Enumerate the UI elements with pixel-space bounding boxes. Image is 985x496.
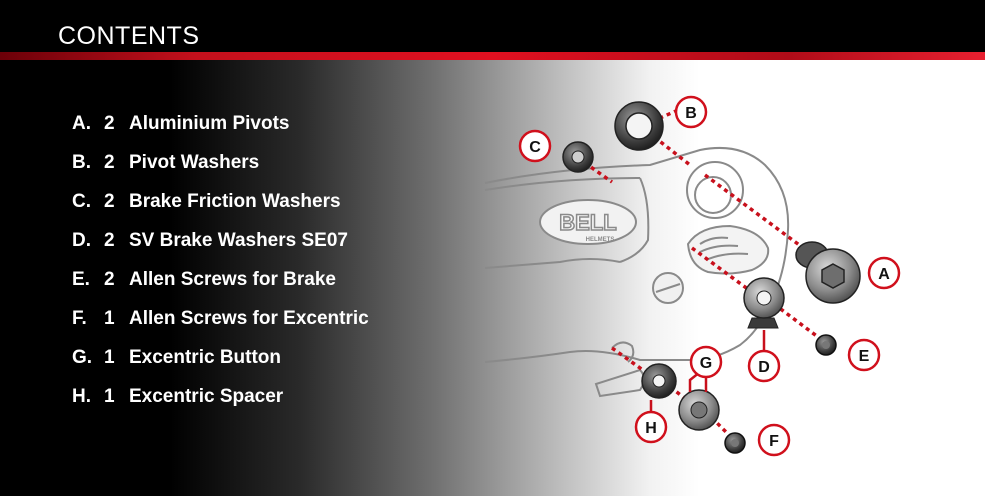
part-item-b: B. 2 Pivot Washers: [72, 149, 369, 188]
part-letter: E.: [72, 269, 90, 290]
part-name: Allen Screws for Excentric: [129, 308, 369, 329]
callout-a: A: [867, 256, 901, 290]
part-name: Brake Friction Washers: [129, 191, 341, 212]
part-quantity: 1: [104, 308, 115, 329]
callout-d: D: [747, 349, 781, 383]
bell-logo: BELL HELMETS: [539, 199, 637, 245]
part-item-g: G. 1 Excentric Button: [72, 344, 369, 383]
part-h-spacer: [641, 363, 677, 399]
header-bar: CONTENTS: [0, 0, 985, 60]
part-quantity: 2: [104, 269, 115, 290]
part-f-screw: [724, 432, 746, 454]
logo-subtext: HELMETS: [586, 237, 615, 243]
part-quantity: 2: [104, 152, 115, 173]
callout-label: C: [529, 139, 541, 156]
part-letter: B.: [72, 152, 91, 173]
callout-label: E: [859, 348, 870, 365]
part-d-washer: [743, 277, 785, 329]
part-quantity: 2: [104, 191, 115, 212]
part-item-c: C. 2 Brake Friction Washers: [72, 188, 369, 227]
callout-f: F: [757, 423, 791, 457]
part-letter: F.: [72, 308, 87, 329]
part-letter: D.: [72, 230, 91, 251]
part-g-button: [678, 389, 720, 431]
callout-label: D: [758, 359, 770, 376]
part-quantity: 2: [104, 113, 115, 134]
part-item-a: A. 2 Aluminium Pivots: [72, 110, 369, 149]
callout-label: A: [878, 266, 890, 283]
callout-label: F: [769, 433, 779, 450]
part-letter: G.: [72, 347, 93, 368]
part-item-d: D. 2 SV Brake Washers SE07: [72, 227, 369, 266]
part-item-e: E. 2 Allen Screws for Brake: [72, 266, 369, 305]
part-letter: H.: [72, 386, 91, 407]
part-a-pivot: [795, 241, 861, 304]
callout-label: B: [685, 105, 697, 122]
callout-g: G: [689, 345, 723, 379]
part-c-washer: [562, 141, 594, 173]
callout-b: B: [674, 95, 708, 129]
callout-e: E: [847, 338, 881, 372]
visor-pivot-cam: [686, 224, 770, 275]
part-name: Pivot Washers: [129, 152, 260, 173]
callout-c: C: [518, 129, 552, 163]
part-name: Excentric Spacer: [129, 386, 284, 407]
leader-lines: [576, 105, 824, 438]
part-item-f: F. 1 Allen Screws for Excentric: [72, 305, 369, 344]
header-red-rule: [0, 52, 985, 60]
part-b-washer: [614, 101, 664, 151]
part-name: Aluminium Pivots: [129, 113, 290, 134]
part-e-screw: [815, 334, 837, 356]
part-item-h: H. 1 Excentric Spacer: [72, 383, 369, 422]
part-quantity: 2: [104, 230, 115, 251]
part-name: SV Brake Washers SE07: [129, 230, 348, 251]
callout-label: G: [700, 355, 712, 372]
part-letter: C.: [72, 191, 91, 212]
logo-text: BELL: [559, 210, 616, 235]
page-title: CONTENTS: [58, 22, 200, 50]
part-name: Allen Screws for Brake: [129, 269, 336, 290]
shell-screw-head: [652, 272, 684, 304]
part-quantity: 1: [104, 386, 115, 407]
callout-h: H: [634, 410, 668, 444]
part-quantity: 1: [104, 347, 115, 368]
part-name: Excentric Button: [129, 347, 282, 368]
callout-label: H: [645, 420, 657, 437]
part-letter: A.: [72, 113, 91, 134]
